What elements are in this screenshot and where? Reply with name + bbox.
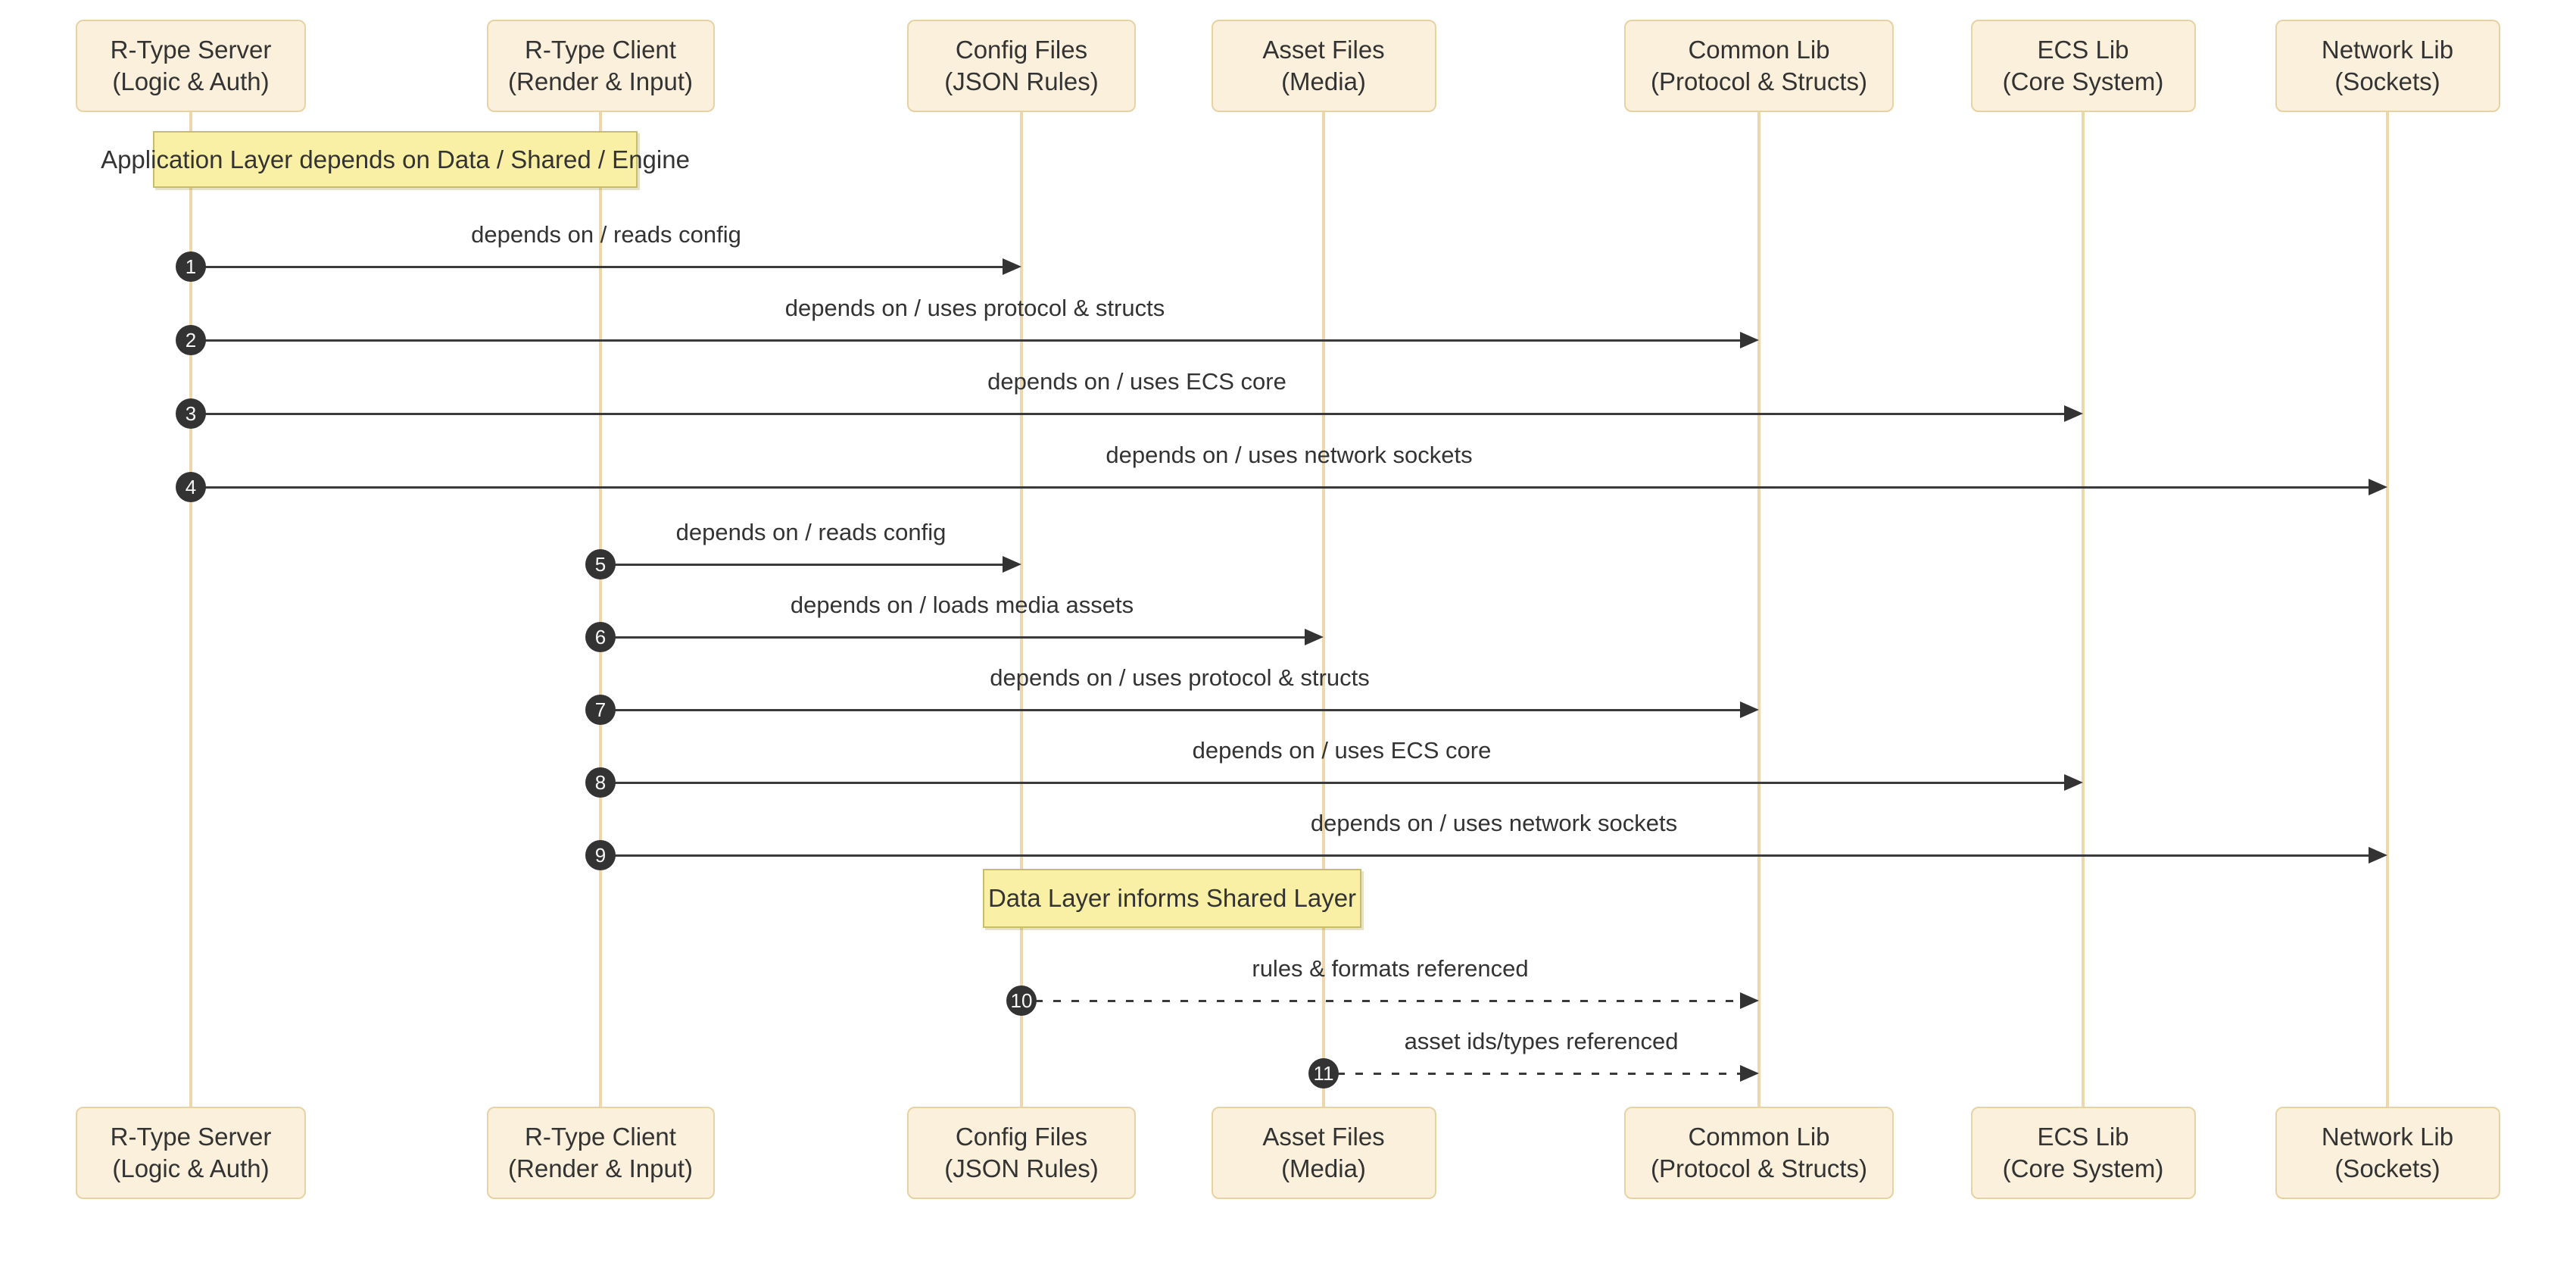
- actor-sublabel: (Media): [1281, 1154, 1366, 1182]
- lifeline-server: [189, 112, 192, 1107]
- actor-sublabel: (Protocol & Structs): [1650, 67, 1868, 95]
- message-line-solid: [614, 782, 2066, 784]
- sequence-number: 3: [176, 398, 206, 429]
- lifeline-network: [2386, 112, 2389, 1107]
- message-label: depends on / uses network sockets: [1310, 810, 1678, 836]
- actor-server-bottom: R-Type Server (Logic & Auth): [76, 1107, 306, 1199]
- arrowhead-icon: [2064, 774, 2083, 791]
- message-label: depends on / reads config: [471, 221, 741, 248]
- message-line-solid: [204, 486, 2370, 489]
- arrowhead-icon: [1740, 332, 1759, 348]
- actor-sublabel: (JSON Rules): [944, 1154, 1099, 1182]
- sequence-number: 5: [585, 549, 616, 579]
- arrowhead-icon: [1740, 1065, 1759, 1082]
- message-label: depends on / uses ECS core: [1192, 737, 1492, 764]
- actor-sublabel: (Render & Input): [508, 1154, 693, 1182]
- arrowhead-icon: [1003, 556, 1021, 573]
- actor-sublabel: (Render & Input): [508, 67, 693, 95]
- message-label: depends on / loads media assets: [790, 592, 1134, 618]
- actor-label: Asset Files: [1262, 1123, 1385, 1151]
- actor-client-top: R-Type Client (Render & Input): [486, 20, 715, 112]
- actor-label: Common Lib: [1688, 1123, 1830, 1151]
- actor-sublabel: (JSON Rules): [944, 67, 1099, 95]
- message-line-solid: [614, 636, 1306, 639]
- actor-label: ECS Lib: [2037, 36, 2129, 64]
- sequence-number: 8: [585, 767, 616, 798]
- sequence-number: 6: [585, 622, 616, 652]
- arrowhead-icon: [1740, 992, 1759, 1009]
- actor-common-top: Common Lib (Protocol & Structs): [1624, 20, 1894, 112]
- message-label: depends on / uses network sockets: [1106, 442, 1473, 468]
- actor-asset-top: Asset Files (Media): [1211, 20, 1436, 112]
- lifeline-client: [599, 112, 602, 1107]
- actor-label: R-Type Server: [110, 1123, 272, 1151]
- message-line-solid: [614, 709, 1742, 711]
- arrowhead-icon: [2369, 479, 2387, 495]
- sequence-number: 10: [1006, 985, 1037, 1016]
- lifeline-ecs: [2082, 112, 2085, 1107]
- message-label: depends on / uses protocol & structs: [990, 664, 1370, 691]
- message-line-solid: [614, 854, 2370, 857]
- message-label: depends on / uses protocol & structs: [784, 295, 1165, 321]
- actor-client-bottom: R-Type Client (Render & Input): [486, 1107, 715, 1199]
- actor-label: ECS Lib: [2037, 1123, 2129, 1151]
- sequence-number: 11: [1308, 1058, 1339, 1089]
- actor-common-bottom: Common Lib (Protocol & Structs): [1624, 1107, 1894, 1199]
- actor-label: Asset Files: [1262, 36, 1385, 64]
- actor-sublabel: (Media): [1281, 67, 1366, 95]
- actor-ecs-top: ECS Lib (Core System): [1970, 20, 2196, 112]
- arrowhead-icon: [1740, 701, 1759, 718]
- sequence-number: 1: [176, 251, 206, 282]
- message-line-dashed: [1337, 1073, 1742, 1075]
- actor-sublabel: (Logic & Auth): [112, 67, 270, 95]
- actor-label: Config Files: [955, 36, 1088, 64]
- message-line-solid: [204, 339, 1742, 342]
- actor-label: Network Lib: [2321, 1123, 2454, 1151]
- actor-asset-bottom: Asset Files (Media): [1211, 1107, 1436, 1199]
- actor-sublabel: (Core System): [2002, 67, 2164, 95]
- actor-sublabel: (Core System): [2002, 1154, 2164, 1182]
- actor-network-bottom: Network Lib (Sockets): [2275, 1107, 2500, 1199]
- actor-label: Network Lib: [2321, 36, 2454, 64]
- actor-sublabel: (Protocol & Structs): [1650, 1154, 1868, 1182]
- note-text: Data Layer informs Shared Layer: [987, 884, 1357, 912]
- actor-sublabel: (Logic & Auth): [112, 1154, 270, 1182]
- actor-label: R-Type Server: [110, 36, 272, 64]
- actor-label: Common Lib: [1688, 36, 1830, 64]
- actor-network-top: Network Lib (Sockets): [2275, 20, 2500, 112]
- message-label: rules & formats referenced: [1252, 955, 1529, 982]
- sequence-number: 2: [176, 325, 206, 355]
- note-text: Application Layer depends on Data / Shar…: [101, 145, 690, 173]
- actor-server-top: R-Type Server (Logic & Auth): [76, 20, 306, 112]
- lifeline-common: [1757, 112, 1760, 1107]
- message-label: depends on / uses ECS core: [987, 368, 1286, 395]
- actor-label: Config Files: [955, 1123, 1088, 1151]
- sequence-number: 7: [585, 695, 616, 725]
- note: Application Layer depends on Data / Shar…: [101, 131, 690, 188]
- message-line-dashed: [1035, 1000, 1742, 1002]
- arrowhead-icon: [1305, 629, 1324, 645]
- actor-config-top: Config Files (JSON Rules): [907, 20, 1136, 112]
- actor-sublabel: (Sockets): [2334, 1154, 2440, 1182]
- lifeline-asset: [1322, 112, 1325, 1107]
- actor-sublabel: (Sockets): [2334, 67, 2440, 95]
- actor-label: R-Type Client: [525, 36, 676, 64]
- message-label: depends on / reads config: [675, 519, 947, 545]
- message-line-solid: [204, 413, 2066, 415]
- actor-config-bottom: Config Files (JSON Rules): [907, 1107, 1136, 1199]
- actor-label: R-Type Client: [525, 1123, 676, 1151]
- arrowhead-icon: [2369, 847, 2387, 864]
- note: Data Layer informs Shared Layer: [983, 869, 1361, 928]
- message-line-solid: [204, 266, 1004, 268]
- arrowhead-icon: [2064, 405, 2083, 422]
- sequence-number: 9: [585, 840, 616, 870]
- message-label: asset ids/types referenced: [1404, 1028, 1679, 1054]
- arrowhead-icon: [1003, 258, 1021, 275]
- message-line-solid: [614, 564, 1004, 566]
- actor-ecs-bottom: ECS Lib (Core System): [1970, 1107, 2196, 1199]
- lifeline-config: [1020, 112, 1023, 1107]
- sequence-number: 4: [176, 472, 206, 502]
